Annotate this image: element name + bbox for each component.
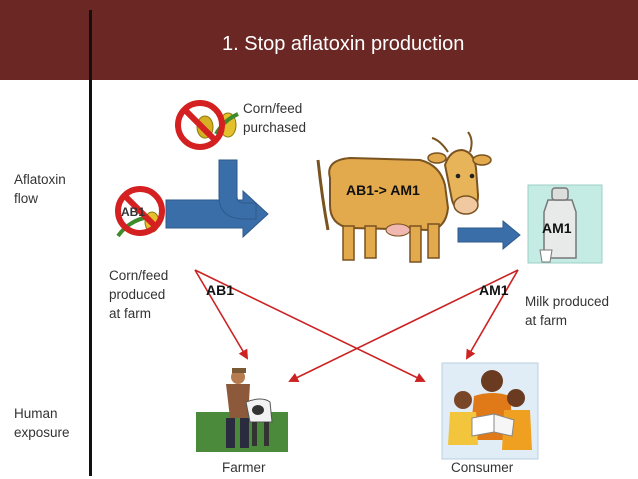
arrow-am1-to-farmer — [288, 269, 519, 382]
label-consumer: Consumer — [451, 460, 514, 475]
label-conversion: AB1-> AM1 — [346, 182, 420, 198]
label-line: produced — [109, 287, 166, 302]
arrow-ab1-to-farmer — [194, 269, 249, 360]
label-corn-feed-purchased: Corn/feed purchased — [243, 99, 306, 137]
title-bar: 1. Stop aflatoxin production — [0, 0, 638, 80]
label-line: Corn/feed — [243, 101, 303, 116]
consumer-family-icon — [441, 362, 539, 460]
arrow-cow-to-milk — [457, 219, 521, 251]
label-line: at farm — [525, 313, 568, 328]
label-milk-produced: Milk produced at farm — [525, 292, 609, 330]
label-line: Milk produced — [525, 294, 610, 309]
page-title: 1. Stop aflatoxin production — [222, 33, 465, 55]
label-line: Human — [14, 406, 58, 421]
no-symbol-icon — [175, 100, 225, 150]
label-ab1-farm-icon: AB1 — [121, 205, 146, 219]
label-line: exposure — [14, 425, 70, 440]
label-line: Corn/feed — [109, 268, 169, 283]
farmer-calf-icon — [196, 368, 288, 452]
arrow-ab1-to-consumer — [194, 269, 426, 383]
milk-can-icon — [527, 184, 603, 264]
cow-icon — [316, 131, 492, 263]
label-corn-feed-farm: Corn/feed produced at farm — [109, 266, 168, 323]
label-am1-can: AM1 — [542, 220, 572, 236]
arrow-am1-to-consumer — [465, 269, 519, 360]
label-aflatoxin-flow: Aflatoxin flow — [14, 170, 66, 208]
label-farmer: Farmer — [222, 460, 266, 475]
label-human-exposure: Human exposure — [14, 404, 70, 442]
label-ab1-left: AB1 — [206, 282, 235, 298]
label-line: at farm — [109, 306, 152, 321]
label-line: purchased — [243, 120, 307, 135]
label-line: Aflatoxin — [14, 172, 66, 187]
label-line: flow — [14, 191, 39, 206]
vertical-divider — [89, 10, 92, 476]
label-am1-right: AM1 — [479, 282, 509, 298]
no-symbol-icon — [115, 186, 165, 236]
arrow-purchased-down — [218, 159, 257, 220]
